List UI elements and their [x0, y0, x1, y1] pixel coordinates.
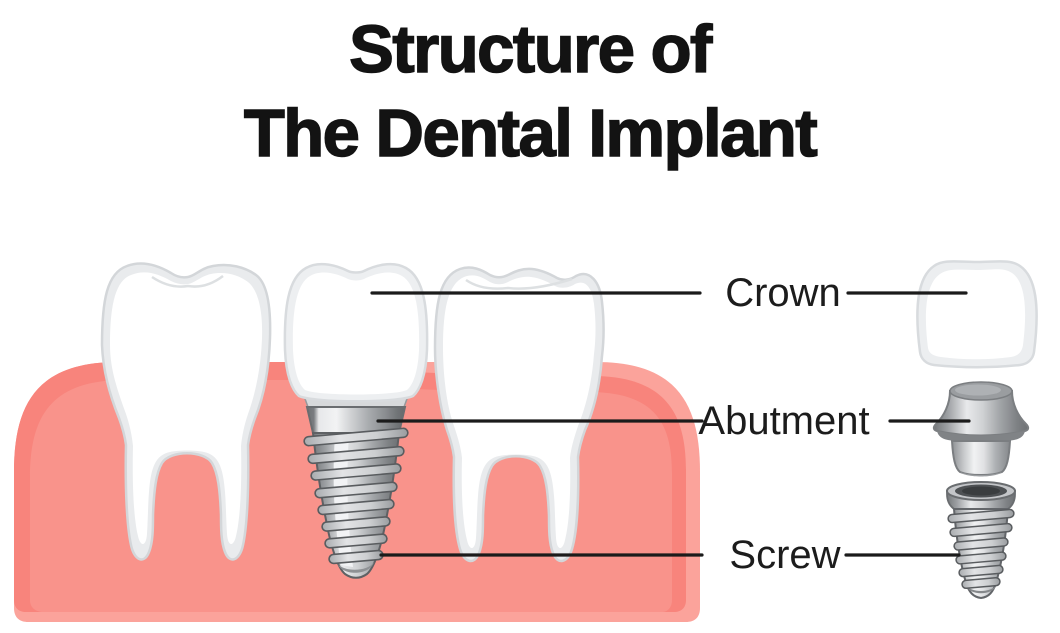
- left-molar-enamel: [110, 272, 263, 544]
- abutment-label: Abutment: [698, 399, 870, 443]
- exploded-screw-tip-shadow: [965, 585, 997, 594]
- exploded-screw-threads: [947, 508, 1015, 590]
- implant-screw-tip-shadow: [338, 562, 374, 573]
- implant-screw-highlight: [333, 435, 353, 567]
- exploded-crown-enamel: [925, 269, 1026, 360]
- implant-crown-enamel: [292, 272, 420, 395]
- exploded-screw-opening-core: [962, 486, 1000, 496]
- exploded-screw-part: [946, 481, 1016, 600]
- right-molar-enamel: [443, 275, 596, 548]
- exploded-abutment-bucket: [950, 440, 1012, 476]
- exploded-abutment-cap-highlight: [955, 384, 1001, 396]
- exploded-abutment-skirt: [932, 390, 1030, 437]
- crown-label: Crown: [725, 271, 841, 315]
- implant-screw-threads: [303, 427, 409, 565]
- right-molar-tooth: [433, 266, 605, 563]
- left-molar-tooth: [100, 262, 272, 561]
- exploded-abutment-part: [932, 381, 1030, 477]
- page-title: Structure of The Dental Implant: [0, 8, 1060, 177]
- exploded-abutment-bucket-shadow: [960, 472, 1002, 477]
- left-molar-cusp-line: [151, 275, 224, 288]
- exploded-crown-part: [916, 260, 1038, 369]
- page-title-line-2: The Dental Implant: [243, 96, 818, 173]
- connector-lines: [370, 291, 971, 557]
- right-molar-cusp-line: [465, 277, 573, 290]
- implant-crown: [283, 262, 429, 403]
- page-title-line-1: Structure of: [348, 11, 713, 88]
- screw-label: Screw: [729, 533, 841, 577]
